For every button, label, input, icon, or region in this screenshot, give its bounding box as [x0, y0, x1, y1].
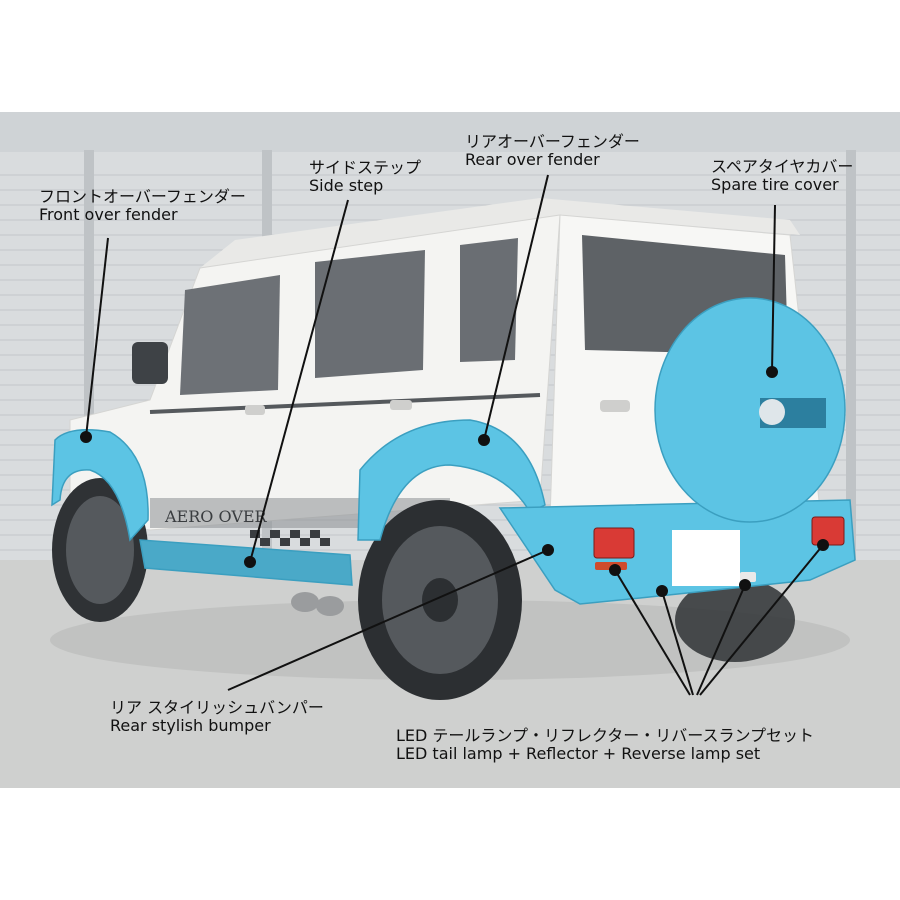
rear-fender-pointer — [478, 434, 490, 446]
led-set-pointer — [817, 539, 829, 551]
rear-bumper-pointer — [542, 544, 554, 556]
rear-fender-label-jp: リアオーバーフェンダー — [465, 132, 640, 151]
rear-fender-label-en: Rear over fender — [465, 150, 600, 170]
rear-fender-label: リアオーバーフェンダー Rear over fender — [465, 132, 640, 170]
led-set-label-jp: LED テールランプ・リフレクター・リバースランプセット — [396, 726, 815, 745]
license-plate — [672, 530, 740, 586]
side-step-label-en: Side step — [309, 176, 384, 196]
spare-tire-cover-part — [654, 297, 846, 523]
spare-tire-pointer — [766, 366, 778, 378]
front-fender-label-en: Front over fender — [39, 205, 178, 225]
rear-bumper-label-en: Rear stylish bumper — [110, 716, 271, 736]
rear-bumper-label-jp: リア スタイリッシュバンパー — [110, 698, 324, 717]
side-step-label: サイドステップ Side step — [309, 158, 422, 196]
spare-tire-label-jp: スペアタイヤカバー — [711, 157, 854, 176]
front-fender-label: フロントオーバーフェンダー Front over fender — [39, 187, 246, 225]
leader-lines — [80, 174, 829, 696]
aero-parts — [51, 297, 856, 605]
led-set-label: LED テールランプ・リフレクター・リバースランプセット LED tail la… — [396, 726, 815, 764]
led-set-label-en: LED tail lamp + Reflector + Reverse lamp… — [396, 744, 761, 764]
suzuki-logo-icon — [759, 399, 785, 425]
front-fender-part — [51, 429, 149, 542]
front-fender-label-jp: フロントオーバーフェンダー — [39, 187, 246, 206]
side-step-pointer — [244, 556, 256, 568]
side-decal-text: AERO OVER — [164, 507, 268, 526]
spare-tire-label: スペアタイヤカバー Spare tire cover — [711, 157, 854, 195]
rear-bumper-label: リア スタイリッシュバンパー Rear stylish bumper — [110, 698, 324, 736]
side-step-label-jp: サイドステップ — [309, 158, 422, 177]
spare-tire-label-en: Spare tire cover — [711, 175, 839, 195]
front-fender-pointer — [80, 431, 92, 443]
